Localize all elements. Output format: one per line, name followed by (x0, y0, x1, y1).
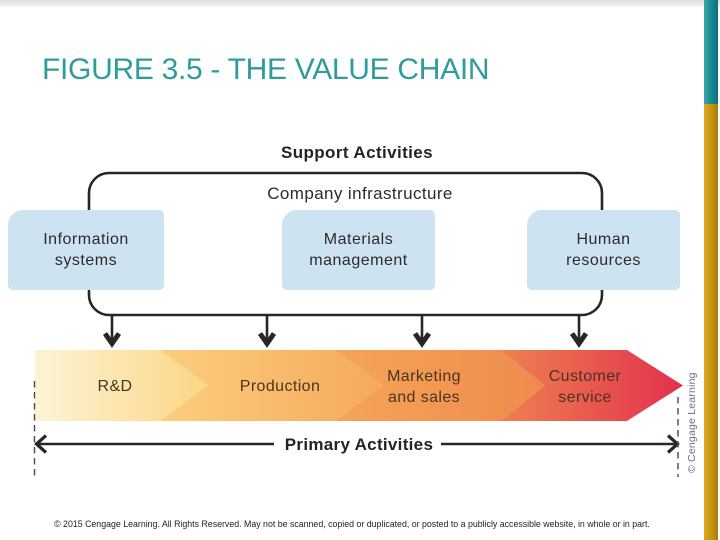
sidebar-accent-teal (704, 0, 718, 104)
band-label-rnd: R&D (65, 377, 165, 398)
slide-title: FIGURE 3.5 - THE VALUE CHAIN (42, 53, 490, 86)
primary-activities-heading: Primary Activities (284, 435, 434, 454)
value-chain-band (35, 350, 683, 421)
band-segment-marketing (335, 350, 545, 421)
dashed-boundaries (33, 381, 679, 479)
band-label-line: Customer (548, 368, 622, 385)
band-segment-customer-arrowhead (500, 350, 683, 421)
information-systems-box: Information systems (8, 210, 164, 290)
box-label-line: Materials (323, 231, 394, 248)
band-label-line: and sales (387, 388, 461, 406)
arrow-left-icon (34, 434, 48, 454)
copyright-footer: © 2015 Cengage Learning. All Rights Rese… (54, 519, 650, 529)
support-down-arrows (102, 316, 589, 348)
box-label-line: management (309, 252, 408, 269)
cengage-credit-vertical: © Cengage Learning (686, 372, 698, 473)
support-activities-heading: Support Activities (280, 143, 434, 162)
down-arrow-icon (412, 316, 432, 348)
box-label-line: Information (43, 231, 129, 248)
company-infrastructure-label: Company infrastructure (267, 184, 453, 203)
band-label-line: service (558, 388, 612, 406)
band-label-customer-service: Customer service (533, 367, 637, 408)
band-label-line: Marketing (387, 368, 461, 385)
down-arrow-icon (569, 316, 589, 348)
down-arrow-icon (257, 316, 277, 348)
sidebar-accent-gold (704, 104, 718, 540)
band-label-line: R&D (97, 378, 133, 395)
band-label-production: Production (228, 377, 332, 398)
human-resources-box: Human resources (527, 210, 680, 290)
band-label-line: Production (239, 378, 321, 395)
box-label-line: Human (576, 231, 631, 248)
band-label-marketing-and-sales: Marketing and sales (372, 367, 476, 408)
band-segment-production (160, 350, 383, 421)
top-edge-strip (0, 0, 720, 7)
materials-management-box: Materials management (282, 210, 435, 290)
band-segment-rnd (35, 350, 208, 421)
box-label-line: resources (566, 252, 641, 269)
box-label-line: systems (54, 252, 118, 269)
down-arrow-icon (102, 316, 122, 348)
